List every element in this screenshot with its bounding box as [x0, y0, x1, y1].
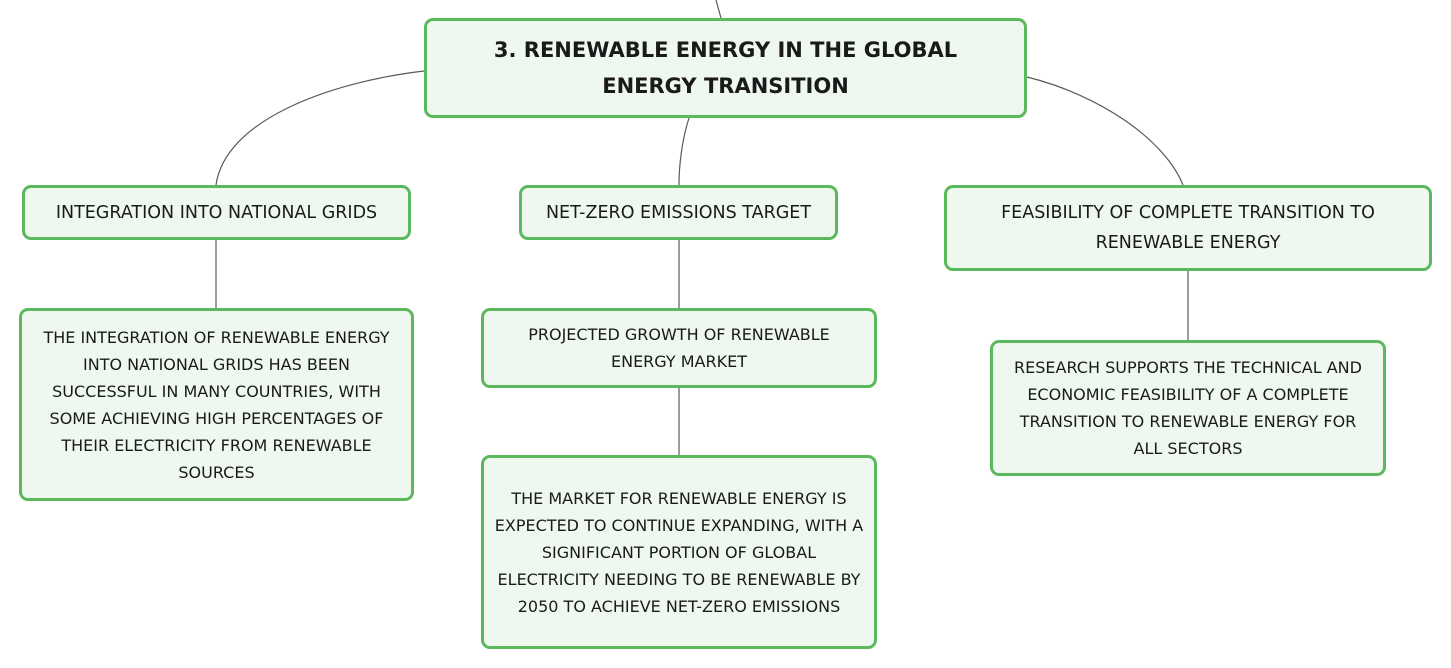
leaf-node-integration-detail[interactable]: THE INTEGRATION OF RENEWABLE ENERGY INTO… — [19, 308, 414, 501]
connector-parent-to-root — [715, 0, 722, 19]
branch-label-feasibility: FEASIBILITY OF COMPLETE TRANSITION TO RE… — [1001, 203, 1375, 253]
connector-root-to-integration — [215, 70, 425, 186]
branch-node-integration[interactable]: INTEGRATION INTO NATIONAL GRIDS — [22, 185, 411, 240]
subtopic-node-projected-growth[interactable]: PROJECTED GROWTH OF RENEWABLE ENERGY MAR… — [481, 308, 877, 388]
root-topic-title: 3. RENEWABLE ENERGY IN THE GLOBAL ENERGY… — [493, 38, 958, 98]
connector-root-to-feasibility — [1026, 76, 1184, 186]
subtopic-label-projected-growth: PROJECTED GROWTH OF RENEWABLE ENERGY MAR… — [528, 325, 830, 371]
branch-label-integration: INTEGRATION INTO NATIONAL GRIDS — [55, 202, 378, 223]
leaf-text-market-detail: THE MARKET FOR RENEWABLE ENERGY IS EXPEC… — [494, 488, 864, 616]
leaf-node-market-detail[interactable]: THE MARKET FOR RENEWABLE ENERGY IS EXPEC… — [481, 455, 877, 649]
leaf-node-research[interactable]: RESEARCH SUPPORTS THE TECHNICAL AND ECON… — [990, 340, 1386, 476]
branch-label-net-zero: NET-ZERO EMISSIONS TARGET — [545, 202, 812, 223]
branch-node-feasibility[interactable]: FEASIBILITY OF COMPLETE TRANSITION TO RE… — [944, 185, 1432, 271]
root-topic-node[interactable]: 3. RENEWABLE ENERGY IN THE GLOBAL ENERGY… — [424, 18, 1027, 118]
connector-root-to-netzero — [678, 117, 690, 186]
leaf-text-integration-detail: THE INTEGRATION OF RENEWABLE ENERGY INTO… — [43, 327, 390, 482]
leaf-text-research: RESEARCH SUPPORTS THE TECHNICAL AND ECON… — [1014, 358, 1362, 458]
branch-node-net-zero[interactable]: NET-ZERO EMISSIONS TARGET — [519, 185, 838, 240]
